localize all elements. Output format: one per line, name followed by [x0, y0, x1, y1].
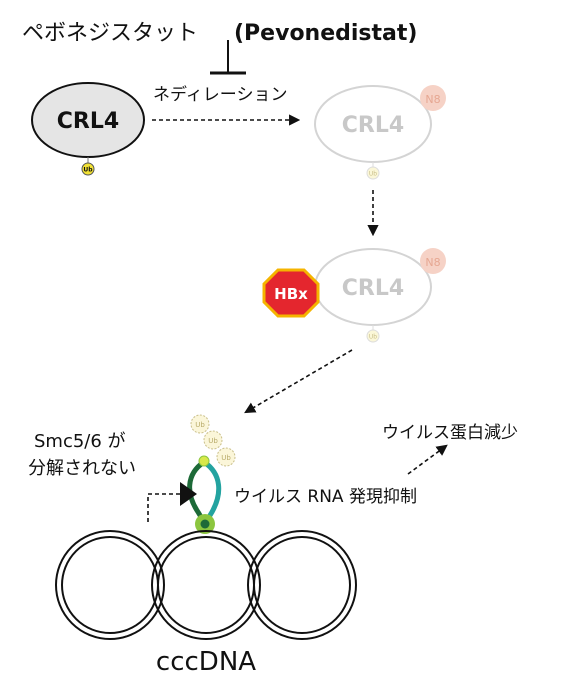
smc5-arm — [187, 459, 207, 525]
ub-tag-neddylated — [366, 166, 380, 180]
cccdna-loop-3-outer — [247, 530, 357, 640]
cccdna-loop-2-inner — [157, 536, 255, 634]
crl4-active-label: CRL4 — [57, 109, 119, 134]
ub-chain-2-label: Ub — [208, 437, 218, 445]
smc-label-line2: 分解されない — [28, 458, 136, 479]
cccdna-loop-2-outer — [151, 530, 261, 640]
ub-tag-active-label: Ub — [83, 167, 93, 174]
cccdna-loop-1-inner — [61, 536, 159, 634]
ub-tag-hbx — [366, 329, 380, 343]
hbx-label: HBx — [274, 285, 308, 303]
ub-chain-2 — [203, 430, 223, 450]
ub-tag-neddylated-label: Ub — [369, 171, 377, 178]
neddylation-label: ネディレーション — [153, 84, 287, 105]
ub-tag-hbx-label: Ub — [369, 334, 377, 341]
smc-pointer-line — [147, 493, 184, 522]
n8-badge-1-label: N8 — [425, 93, 440, 106]
drug-name-jp: ペボネジスタット — [22, 21, 198, 46]
smc-pointer-head — [180, 482, 197, 506]
crl4-hbx-label: CRL4 — [342, 276, 404, 301]
cccdna-loop-1-outer — [55, 530, 165, 640]
ub-tag-active — [81, 162, 95, 176]
ub-chain-3-label: Ub — [221, 454, 231, 462]
ub-chain-1 — [190, 414, 210, 434]
drug-name-en: (Pevonedistat) — [234, 21, 417, 46]
protein-outcome: ウイルス蛋白減少 — [382, 423, 518, 443]
ub-chain-1-label: Ub — [195, 421, 205, 429]
cccdna-label: cccDNA — [156, 647, 256, 677]
smc-hinge — [198, 455, 210, 467]
cccdna-loop-3-inner — [253, 536, 351, 634]
crl4-neddylated-label: CRL4 — [342, 113, 404, 138]
outcome-arrow — [407, 444, 448, 475]
targeting-arrow — [244, 349, 353, 414]
n8-badge-2-label: N8 — [425, 256, 440, 269]
hbx-protein — [262, 268, 320, 318]
smc-label-line1: Smc5/6 が — [34, 431, 126, 452]
ub-chain-3 — [216, 447, 236, 467]
smc-head-core — [200, 519, 210, 529]
smc6-arm — [201, 459, 222, 525]
n8-badge-2 — [420, 248, 446, 274]
n8-badge-1 — [420, 85, 446, 111]
transcription-outcome: ウイルス RNA 発現抑制 — [234, 487, 417, 507]
